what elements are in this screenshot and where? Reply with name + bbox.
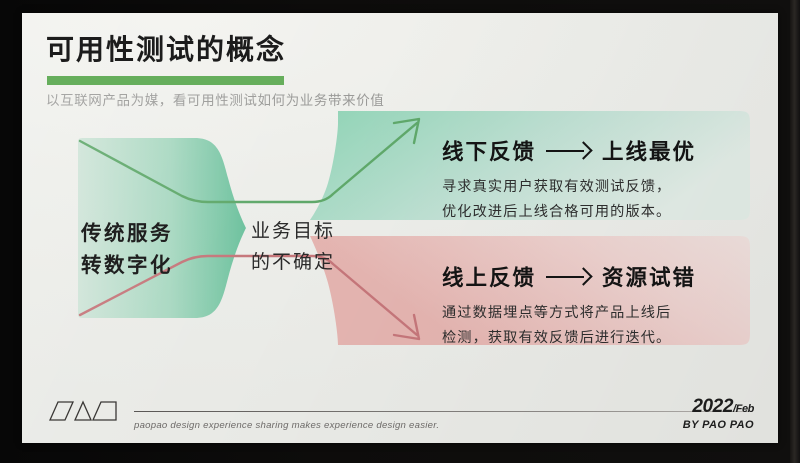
footer-divider	[134, 411, 752, 412]
presentation-slide: 可用性测试的概念 以互联网产品为媒，看可用性测试如何为业务带来价值	[22, 13, 778, 443]
pink-arrow-head	[392, 313, 421, 341]
middle-block-line2: 的不确定	[250, 251, 335, 274]
diagram-shapes	[78, 111, 750, 345]
branch-online-description: 通过数据埋点等方式将产品上线后 检测，获取有效反馈后进行迭代。	[442, 301, 696, 351]
branch-online-head-right: 资源试错	[602, 266, 697, 291]
left-block-label: 传统服务 转数字化	[47, 218, 207, 282]
branch-offline-heading: 线下反馈 上线最优	[442, 135, 696, 166]
green-arrow	[78, 121, 419, 204]
right-arrow-icon	[546, 141, 592, 161]
page-subtitle: 以互联网产品为媒，看可用性测试如何为业务带来价值	[46, 93, 385, 109]
middle-block-line1: 业务目标	[250, 220, 335, 242]
footer-author: BY PAO PAO	[682, 419, 754, 431]
footer-month: /Feb	[732, 403, 754, 415]
footer-year: 2022/Feb	[683, 396, 754, 418]
branch-offline-desc-line2: 优化改进后上线合格可用的版本。	[442, 203, 672, 220]
green-arrow-head	[392, 117, 421, 145]
branch-offline-head-right: 上线最优	[602, 140, 697, 165]
branch-offline-description: 寻求真实用户获取有效测试反馈， 优化改进后上线合格可用的版本。	[442, 175, 696, 225]
online-panel-shape	[310, 236, 750, 345]
branch-offline-head-left: 线下反馈	[442, 140, 537, 165]
branch-online: 线上反馈 资源试错 通过数据埋点等方式将产品上线后 检测，获取有效反馈后进行迭代…	[442, 261, 696, 351]
branch-online-desc-line1: 通过数据埋点等方式将产品上线后	[442, 305, 672, 321]
title-underline	[47, 76, 284, 85]
left-block-line1: 传统服务	[81, 221, 173, 245]
footer-stamp: 2022/Feb BY PAO PAO	[682, 396, 755, 431]
footer-year-number: 2022	[692, 396, 733, 417]
offline-panel-shape	[310, 111, 750, 220]
slide-footer: paopao design experience sharing makes e…	[22, 383, 778, 443]
right-arrow-icon	[546, 267, 592, 287]
branch-online-head-left: 线上反馈	[442, 266, 537, 291]
slide-header: 可用性测试的概念	[46, 33, 287, 66]
page-title: 可用性测试的概念	[46, 33, 287, 66]
left-chevron-shape	[78, 138, 246, 318]
middle-block-label: 业务目标 的不确定	[218, 216, 368, 279]
footer-tagline: paopao design experience sharing makes e…	[134, 420, 440, 431]
branch-online-heading: 线上反馈 资源试错	[442, 261, 696, 292]
paopao-logo-icon	[48, 400, 117, 421]
screen-bezel-stripe	[790, 0, 800, 463]
fishbone-diagram: 传统服务 转数字化 业务目标 的不确定 线下反馈 上线最优 寻求真实用户获取有效…	[22, 13, 778, 443]
branch-offline-desc-line1: 寻求真实用户获取有效测试反馈，	[442, 179, 672, 195]
branch-offline: 线下反馈 上线最优 寻求真实用户获取有效测试反馈， 优化改进后上线合格可用的版本…	[442, 135, 696, 225]
branch-online-desc-line2: 检测，获取有效反馈后进行迭代。	[442, 329, 672, 346]
left-block-line2: 转数字化	[81, 252, 173, 277]
pink-arrow	[78, 254, 419, 337]
